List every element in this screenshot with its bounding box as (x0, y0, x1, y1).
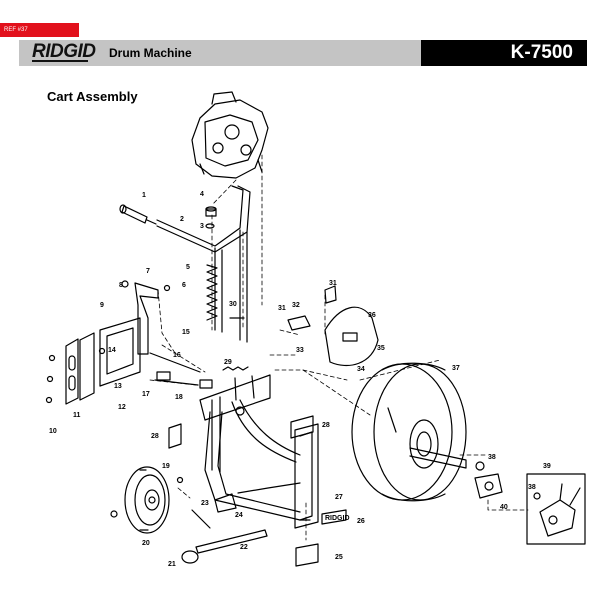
callout: 36 (368, 312, 376, 319)
callout: 29 (224, 359, 232, 366)
callout: 33 (296, 347, 304, 354)
callout: 15 (182, 329, 190, 336)
callout: 30 (229, 301, 237, 308)
callout: 22 (240, 544, 248, 551)
fasteners (45, 280, 245, 518)
callout: 18 (175, 394, 183, 401)
callout: 16 (173, 352, 181, 359)
callout: 28 (322, 422, 330, 429)
callout: 31 (278, 305, 286, 312)
brand-logo: RIDGID (32, 41, 96, 62)
brake-lever (191, 493, 237, 529)
callout: 32 (292, 302, 300, 309)
side-bracket (65, 282, 159, 405)
callout: 38 (528, 484, 536, 491)
callout: 26 (357, 518, 365, 525)
callout: 23 (201, 500, 209, 507)
guide-lines (149, 154, 529, 541)
header-bar: RIDGID Drum Machine K-7500 (19, 40, 587, 66)
frame-pads (168, 415, 319, 567)
callout: 12 (118, 404, 126, 411)
inset-assembly (526, 473, 586, 545)
machine-name: Drum Machine (109, 46, 192, 60)
callout: 19 (162, 463, 170, 470)
header-black-band (421, 40, 587, 66)
brand-logo-underline (32, 60, 88, 62)
callout: 20 (142, 540, 150, 547)
decal-label-text: RIDGID (325, 515, 350, 522)
spring (206, 264, 218, 321)
callout-numbers: 1 2 3 4 5 6 7 8 9 10 11 12 13 14 15 16 1… (49, 191, 551, 568)
callout: 1 (142, 192, 146, 199)
callout: 39 (543, 463, 551, 470)
cart-frame (199, 374, 319, 529)
callout: 21 (168, 561, 176, 568)
model-number: K-7500 (510, 42, 573, 63)
callout: 4 (200, 191, 204, 198)
callout: 25 (335, 554, 343, 561)
callout: 38 (488, 454, 496, 461)
callout: 28 (151, 433, 159, 440)
motor-assembly (191, 91, 269, 179)
callout: 3 (200, 223, 204, 230)
ref-tag: REF #37 (0, 23, 79, 37)
callout: 2 (180, 216, 184, 223)
callout: 5 (186, 264, 190, 271)
callout: 35 (377, 345, 385, 352)
callout: 27 (335, 494, 343, 501)
callout: 14 (108, 347, 116, 354)
callout: 7 (146, 268, 150, 275)
callout: 40 (500, 504, 508, 511)
hub-parts (474, 461, 503, 499)
callout: 31 (329, 280, 337, 287)
callout: 37 (452, 365, 460, 372)
drum-cover (287, 285, 379, 367)
section-title: Cart Assembly (47, 89, 138, 104)
callout: 10 (49, 428, 57, 435)
callout: 24 (235, 512, 243, 519)
decal-label (321, 509, 347, 525)
callout: 6 (182, 282, 186, 289)
callout: 13 (114, 383, 122, 390)
handle-grip (119, 204, 157, 225)
front-wheel (124, 466, 170, 534)
callout: 9 (100, 302, 104, 309)
callout: 11 (73, 412, 81, 419)
axle (181, 529, 268, 564)
spring-pin (205, 206, 217, 229)
callout: 17 (142, 391, 150, 398)
callout: 34 (357, 366, 365, 373)
drum-wheel (351, 362, 467, 502)
callout: 8 (119, 282, 123, 289)
handle-tube (156, 185, 251, 343)
linkage (199, 317, 249, 389)
